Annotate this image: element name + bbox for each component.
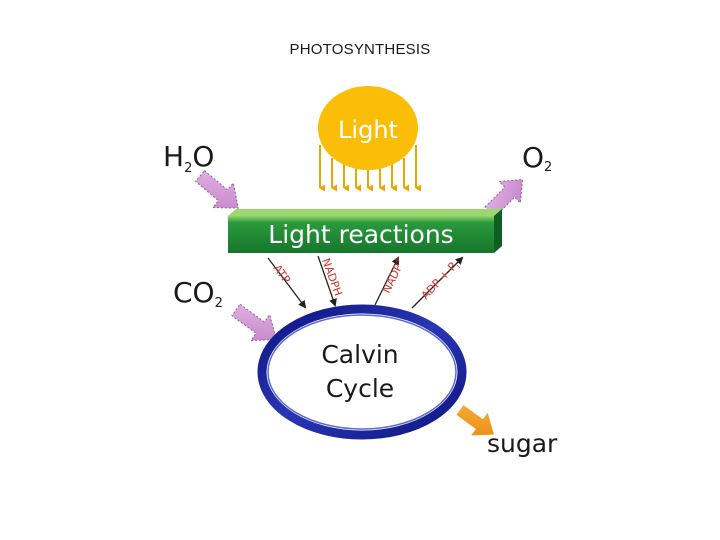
oxygen-symbol: O [522, 141, 544, 174]
calvin-ring-outer [257, 304, 467, 440]
atp-arrow [267, 257, 307, 309]
co2-subscript: 2 [215, 296, 223, 311]
sugar-label: sugar [487, 429, 558, 458]
nadph-label: NADPH [319, 257, 345, 298]
sun-rays [319, 145, 421, 192]
oxygen-label: O2 [522, 141, 552, 175]
adp-pi-subscript: i [454, 262, 462, 270]
nadp-plus-label: NADP+ [378, 255, 408, 295]
water-subscript: 2 [184, 161, 192, 176]
adp-pi-arrow [411, 256, 464, 309]
calvin-label-line1: Calvin [321, 340, 398, 369]
sun-disc [318, 86, 418, 170]
sun-icon: Light [318, 86, 421, 192]
light-label: Light [338, 116, 398, 144]
water-symbol-tail: O [192, 140, 214, 173]
bar-top-face [228, 209, 502, 216]
water-input-arrow [194, 169, 239, 209]
oxygen-subscript: 2 [544, 160, 552, 175]
slide-title: PHOTOSYNTHESIS [289, 41, 431, 58]
light-reactions-bar: Light reactions [228, 209, 502, 253]
water-label: H2O [163, 140, 214, 176]
bar-side-face [494, 209, 502, 253]
adp-pi-label: ADP + Pi [419, 258, 463, 303]
oxygen-output-arrow [484, 178, 524, 218]
nadp-plus-arrow [374, 256, 399, 306]
sugar-output-arrow [456, 405, 494, 436]
carrier-arrows [267, 255, 464, 309]
bar-front-face [228, 216, 494, 253]
light-reactions-label: Light reactions [268, 220, 453, 249]
calvin-ring-highlight [267, 314, 457, 430]
co2-label: CO2 [173, 276, 223, 311]
nadph-arrow [317, 255, 337, 307]
calvin-cycle: Calvin Cycle [257, 304, 467, 440]
nadp-plus-superscript: + [392, 255, 403, 265]
co2-input-arrow [231, 303, 278, 342]
calvin-label-line2: Cycle [326, 374, 394, 403]
nadp-plus-text: NADP [380, 262, 405, 296]
water-symbol: H [163, 140, 184, 173]
adp-pi-text: ADP + P [419, 260, 460, 302]
co2-symbol: CO [173, 276, 215, 309]
